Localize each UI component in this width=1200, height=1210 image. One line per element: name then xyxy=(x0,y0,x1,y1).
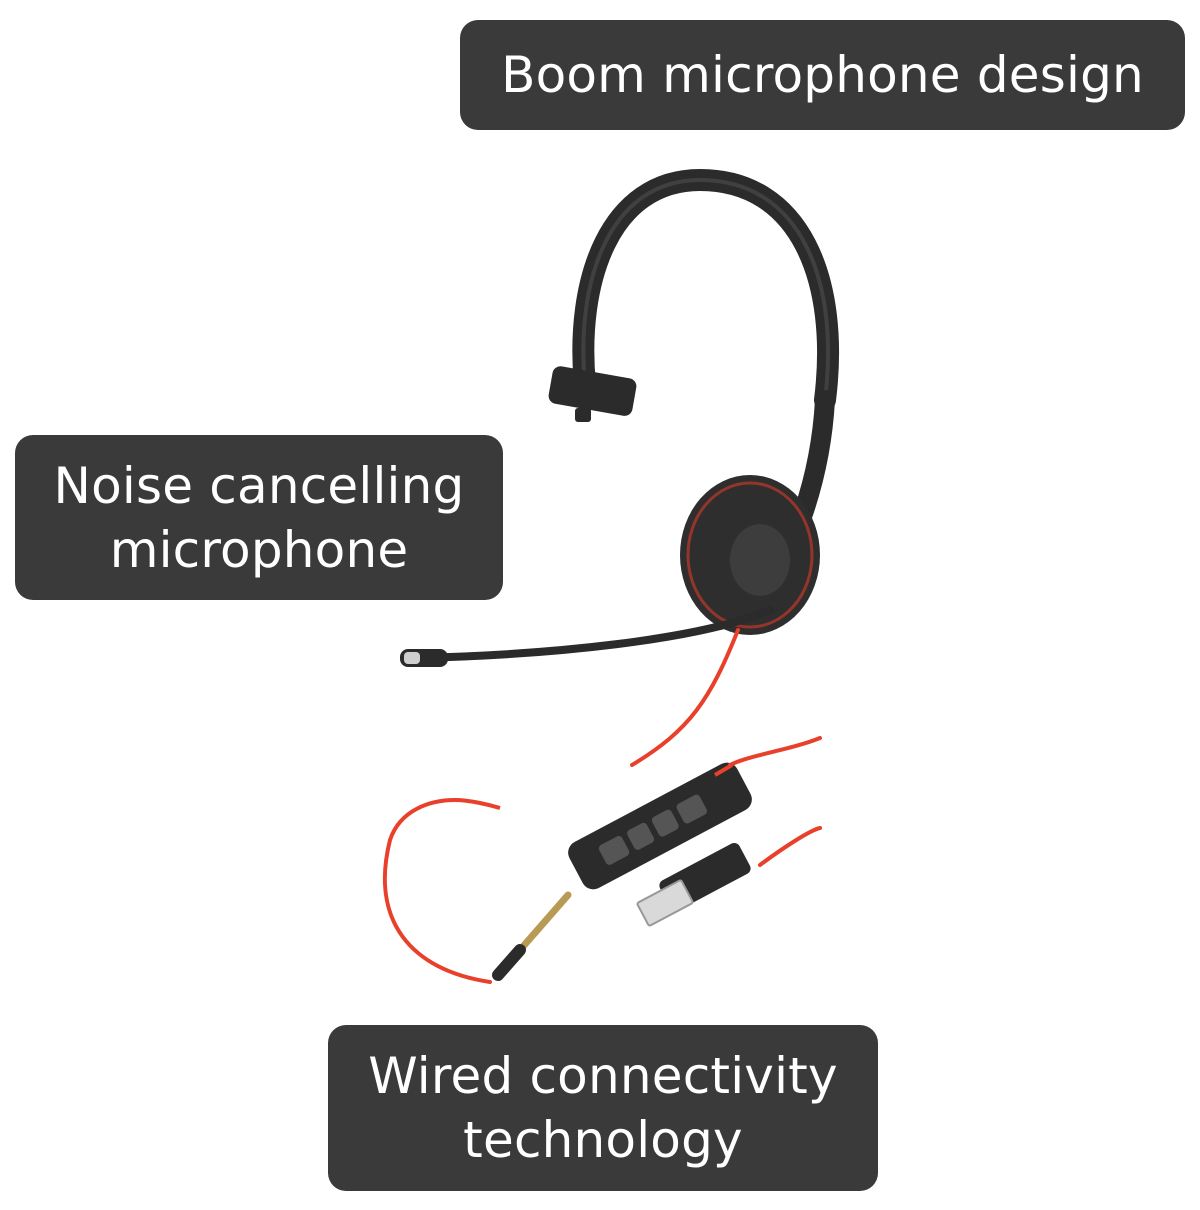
feature-text-wired-line2: technology xyxy=(463,1111,743,1169)
feature-label-wired-connectivity: Wired connectivity technology xyxy=(328,1025,878,1191)
feature-text-noise-cancelling-line2: microphone xyxy=(109,520,409,579)
headset-icon xyxy=(382,168,839,984)
feature-text-noise-cancelling-line1: Noise cancelling xyxy=(53,456,465,515)
feature-text-boom-microphone: Boom microphone design xyxy=(501,46,1144,104)
feature-text-wired-line1: Wired connectivity xyxy=(368,1047,838,1105)
feature-label-noise-cancelling: Noise cancelling microphone xyxy=(15,435,503,600)
feature-label-boom-microphone: Boom microphone design xyxy=(460,20,1185,130)
